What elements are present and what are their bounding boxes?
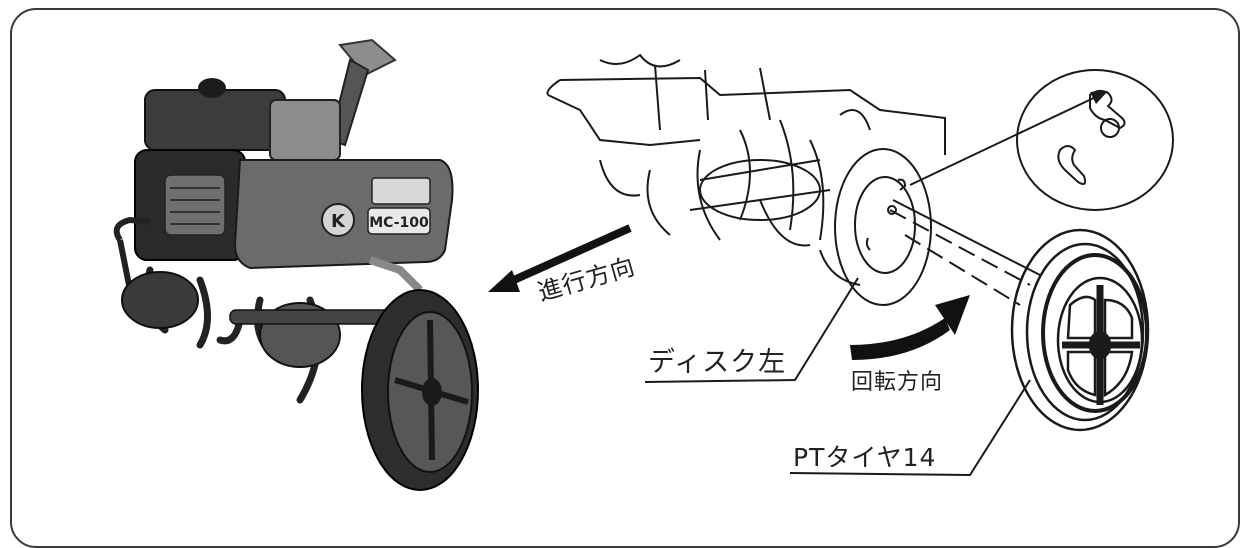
tiller-line-drawing	[546, 53, 1041, 306]
leader-lines	[644, 277, 1031, 477]
zoom-pointer-arrow	[909, 91, 1108, 186]
brand-plate	[371, 177, 431, 205]
disc-left	[834, 148, 932, 306]
travel-direction-arrow	[488, 224, 632, 292]
pt-tire	[1010, 228, 1150, 432]
tire-label: PTタイヤ14	[793, 443, 937, 472]
machine-wheel	[361, 289, 479, 491]
rotation-direction-label: 回転方向	[851, 370, 944, 395]
model-plate	[367, 207, 431, 235]
rotation-direction-arrow	[850, 295, 970, 360]
fuel-tank	[144, 89, 286, 151]
fuel-cap	[198, 78, 226, 98]
disc-left-label: ディスク左	[648, 347, 787, 378]
hole-detail-zoom	[1016, 69, 1174, 211]
brand-badge-text: K	[331, 211, 346, 232]
cultivator-photo	[113, 38, 479, 491]
model-plate-text: MC-100	[369, 215, 429, 231]
illustration: K MC-100	[113, 38, 1174, 491]
brand-badge	[321, 203, 355, 237]
